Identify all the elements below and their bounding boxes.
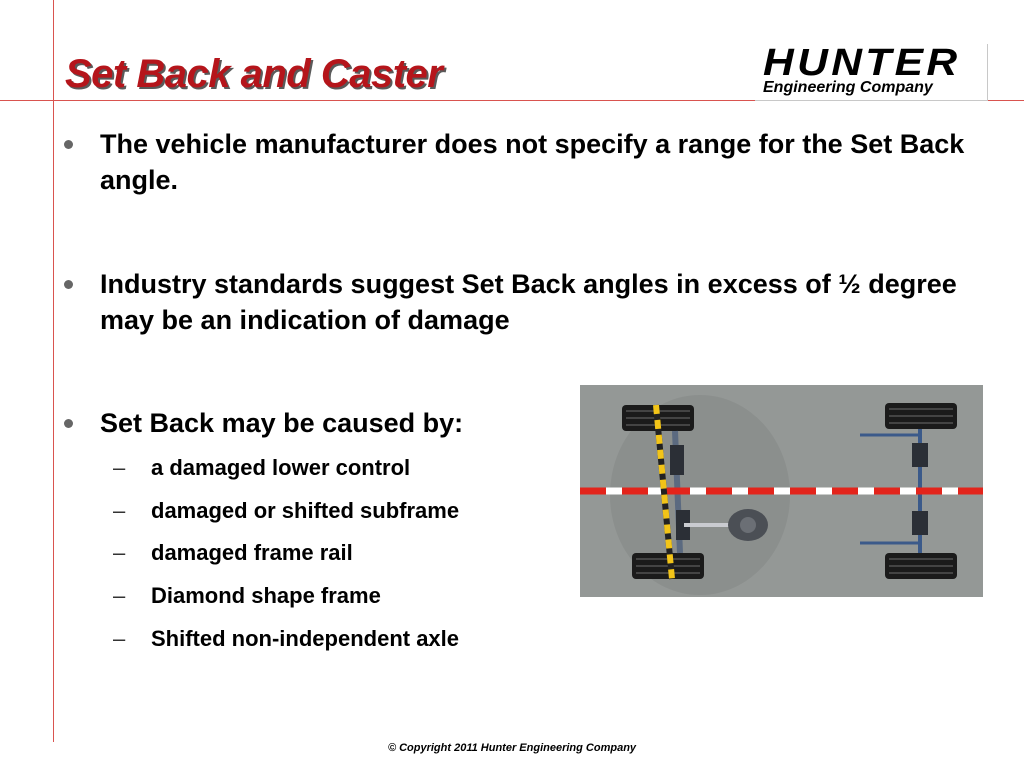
hunter-logo: HUNTER Engineering Company (755, 44, 988, 101)
horizontal-rule (0, 100, 1024, 101)
vehicle-chassis-diagram (580, 385, 983, 597)
bullet-3: Set Back may be caused by: (100, 408, 464, 438)
bullet-2: Industry standards suggest Set Back angl… (100, 269, 957, 335)
bullet-dot (64, 280, 73, 289)
slide-title: Set Back and Caster (65, 52, 443, 96)
logo-wordmark: HUNTER (763, 42, 961, 84)
sub-bullet-5: Shifted non-independent axle (151, 626, 460, 651)
sub-bullet-dash: – (113, 498, 126, 523)
copyright-footer: © Copyright 2011 Hunter Engineering Comp… (387, 742, 637, 754)
bullet-1: The vehicle manufacturer does not specif… (100, 129, 965, 195)
bullet-dot (64, 140, 73, 149)
sub-bullet-2: damaged or shifted subframe (151, 498, 460, 523)
vertical-rule (53, 0, 54, 742)
sub-bullet-1: a damaged lower control (151, 455, 411, 480)
sub-bullet-3: damaged frame rail (151, 540, 353, 565)
sub-bullet-dash: – (113, 583, 126, 608)
logo-subtitle: Engineering Company (763, 79, 933, 96)
sub-bullet-dash: – (113, 626, 126, 651)
chassis-icon (580, 385, 983, 597)
sub-bullet-dash: – (113, 455, 126, 480)
sub-bullet-4: Diamond shape frame (151, 583, 381, 608)
bullet-dot (64, 419, 73, 428)
sub-bullet-dash: – (113, 540, 126, 565)
